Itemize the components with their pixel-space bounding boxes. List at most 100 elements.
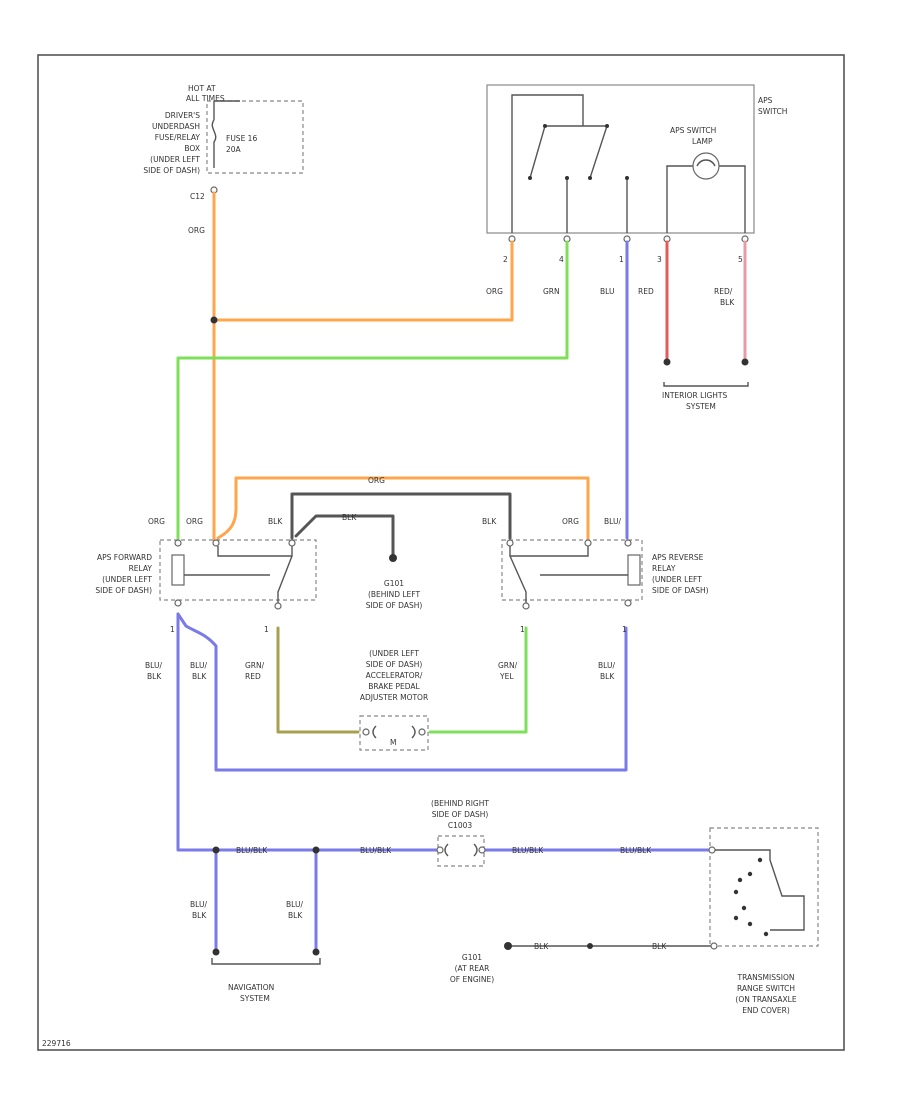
wire-color-label: BLK (268, 517, 283, 526)
motor-label-line: ACCELERATOR/ (366, 671, 423, 680)
pin-connector (522, 602, 530, 610)
splice-dot (312, 846, 320, 854)
fuse-box-label-line: BOX (184, 144, 200, 153)
transmission-label-line: END COVER) (742, 1006, 790, 1015)
aps-reverse-label: APS REVERSE RELAY (UNDER LEFT SIDE OF DA… (652, 553, 709, 595)
motor-winding-icon (372, 725, 416, 739)
blue-wire (176, 612, 628, 772)
c1003-label-line: C1003 (448, 821, 473, 830)
pin-connector (710, 942, 718, 950)
all-times-label: ALL TIMES (186, 94, 225, 103)
wire-color-label: ORG (188, 226, 205, 235)
motor-label-line: (UNDER LEFT (369, 649, 419, 658)
wire-color-label: ORG (148, 517, 165, 526)
forward-relay-label-line: SIDE OF DASH) (95, 586, 152, 595)
wire-color-label: BLK (720, 298, 735, 307)
wire-color-label: GRN/ (498, 661, 518, 670)
relay-coil-icon (627, 554, 641, 586)
motor-label-line: ADJUSTER MOTOR (360, 693, 428, 702)
pin-number: 2 (503, 255, 508, 264)
wire-color-label: BLU/BLK (512, 846, 544, 855)
motor-terminal (418, 728, 426, 736)
g101-rear-label-line: OF ENGINE) (450, 975, 494, 984)
ground-label-line: SIDE OF DASH) (366, 601, 423, 610)
lamp-filament-icon (696, 159, 716, 167)
pin-connector (436, 846, 444, 854)
fuse-box-label-line: FUSE/RELAY (155, 133, 201, 142)
contact-dot (757, 857, 763, 863)
motor-label: (UNDER LEFT SIDE OF DASH) ACCELERATOR/ B… (360, 649, 428, 702)
wires (176, 191, 747, 952)
transmission-label-line: TRANSMISSION (737, 973, 795, 982)
fuse-pin-label: C12 (190, 192, 205, 201)
transmission-label-line: (ON TRANSAXLE (735, 995, 796, 1004)
wire-color-label: BLU (600, 287, 614, 296)
wire-color-label: BLU/BLK (236, 846, 268, 855)
transmission-switch-box (709, 827, 819, 947)
wire-color-label: BLK (534, 942, 549, 951)
g101-rear-label-line: G101 (462, 953, 482, 962)
motor-symbol: M (390, 738, 396, 747)
pin-connector (174, 599, 182, 607)
wire-color-label: BLK (342, 513, 357, 522)
contact-dot (733, 915, 739, 921)
hot-at-label: HOT AT (188, 84, 216, 93)
wire-color-label: BLU/ (190, 900, 207, 909)
contact-dot (763, 931, 769, 937)
navigation-bracket (211, 958, 321, 965)
switch-contact (605, 124, 609, 128)
terminal-dot (663, 358, 671, 366)
motor-terminal (362, 728, 370, 736)
wire-color-label: BLU/ (604, 517, 621, 526)
c1003-label-line: SIDE OF DASH) (432, 810, 489, 819)
forward-relay-label-line: (UNDER LEFT (102, 575, 152, 584)
wire-color-label: BLU/BLK (360, 846, 392, 855)
aps-lamp-label: APS SWITCH (670, 126, 716, 135)
black-wire (294, 514, 395, 558)
pin-connector (506, 539, 514, 547)
transmission-label: TRANSMISSION RANGE SWITCH (ON TRANSAXLE … (735, 973, 796, 1015)
pin-connector (584, 539, 592, 547)
wire-color-label: ORG (562, 517, 579, 526)
interior-lights-bracket (663, 382, 749, 387)
reverse-relay-label-line: APS REVERSE (652, 553, 704, 562)
wire-color-label: BLK (192, 672, 207, 681)
relay-pin-number: 1 (264, 625, 269, 634)
ground-label-line: (BEHIND LEFT (368, 590, 421, 599)
c1003-label: (BEHIND RIGHT SIDE OF DASH) C1003 (431, 799, 489, 830)
motor-label-line: SIDE OF DASH) (366, 660, 423, 669)
forward-relay-label-line: APS FORWARD (97, 553, 152, 562)
wire-color-label: BLU/ (286, 900, 303, 909)
forward-relay-contacts (184, 546, 293, 604)
wire-color-label: GRN (543, 287, 560, 296)
interior-lights-label: INTERIOR LIGHTS (662, 391, 727, 400)
interior-lights-label: SYSTEM (686, 402, 716, 411)
pin-number: 3 (657, 255, 662, 264)
orange-wire (216, 476, 590, 540)
forward-relay-label-line: RELAY (129, 564, 153, 573)
c1003-pin-icon (444, 843, 478, 857)
wire-color-label: BLK (600, 672, 615, 681)
aps-forward-relay (159, 539, 317, 610)
pin-number: 4 (559, 255, 564, 264)
reverse-relay-contacts (509, 546, 628, 604)
terminal-dot (212, 948, 220, 956)
fuse-label: 20A (226, 145, 242, 154)
ground-dot (389, 554, 397, 562)
contact-dot (747, 921, 753, 927)
lamp-bulb-icon (692, 152, 720, 180)
wire-color-label: BLK (147, 672, 162, 681)
aps-switch-label: APS (758, 96, 773, 105)
aps-reverse-relay (501, 539, 643, 610)
wire-color-label: BLU/BLK (620, 846, 652, 855)
terminal-dot (741, 358, 749, 366)
black-wire (290, 492, 512, 540)
switch-contact (543, 124, 547, 128)
diagram-id: 229716 (42, 1039, 71, 1048)
splice-dot (587, 943, 593, 949)
wire-color-label: BLU/ (145, 661, 162, 670)
transmission-contacts (715, 849, 805, 931)
ground-label-line: G101 (384, 579, 404, 588)
pin-connector (624, 539, 632, 547)
